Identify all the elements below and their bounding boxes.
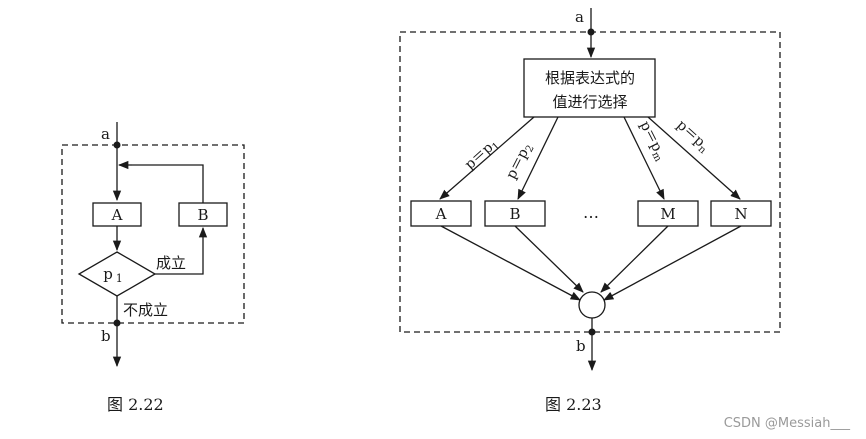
fig23-ellipsis: … bbox=[583, 203, 599, 222]
fig23-label-b: b bbox=[576, 337, 586, 355]
fig23-box-n-label: N bbox=[734, 205, 747, 223]
csdn-watermark: CSDN @Messiah___ bbox=[723, 416, 850, 431]
fig23-box-m-label: M bbox=[660, 205, 675, 223]
fig23-branch-arrow-m bbox=[623, 116, 665, 200]
fig23-box-n bbox=[710, 200, 772, 227]
fig22-true-line bbox=[155, 241, 204, 275]
fig23-selector-line1: 根据表达式的 bbox=[545, 69, 635, 87]
fig23-merge-arrow-m bbox=[600, 225, 669, 293]
figure-2-23: a 根据表达式的 值进行选择 p＝p1 p＝p2 p＝pm p＝pn A B …… bbox=[399, 8, 781, 414]
fig23-label-a: a bbox=[575, 8, 584, 26]
fig23-branch-label-1: p＝p1 bbox=[462, 135, 503, 174]
fig23-box-b bbox=[484, 200, 546, 227]
fig23-merge-arrow-b bbox=[514, 225, 584, 293]
fig23-branch-arrow-a bbox=[439, 116, 535, 200]
fig22-dashed-frame bbox=[61, 144, 245, 324]
fig22-box-b-label: B bbox=[197, 206, 208, 224]
fig23-caption: 图 2.23 bbox=[545, 395, 602, 414]
fig23-selector-box bbox=[523, 58, 656, 118]
fig23-merge-arrow-a bbox=[440, 225, 581, 301]
fig22-label-a: a bbox=[101, 125, 110, 143]
fig22-box-b bbox=[178, 202, 228, 227]
fig23-branch-label-2: p＝p2 bbox=[503, 140, 536, 182]
fig23-selector-line2: 值进行选择 bbox=[552, 93, 627, 111]
fig23-box-a-label: A bbox=[435, 205, 447, 223]
fig22-loop-back-line bbox=[132, 164, 204, 203]
fig23-merge-circle bbox=[578, 291, 606, 319]
fig23-branch-label-n: p＝pn bbox=[672, 117, 713, 156]
fig22-yes-label: 成立 bbox=[156, 254, 186, 272]
fig22-label-b: b bbox=[101, 327, 111, 345]
fig23-box-a bbox=[410, 200, 472, 227]
fig22-box-a-label: A bbox=[111, 206, 123, 224]
fig22-caption: 图 2.22 bbox=[107, 395, 164, 414]
fig23-merge-arrow-n bbox=[603, 225, 742, 301]
fig23-branch-arrow-b bbox=[517, 116, 559, 200]
fig22-no-label: 不成立 bbox=[123, 301, 168, 319]
fig23-branch-label-m: p＝pm bbox=[635, 119, 670, 165]
fig23-box-b-label: B bbox=[509, 205, 520, 223]
fig23-branch-arrow-n bbox=[647, 116, 741, 200]
